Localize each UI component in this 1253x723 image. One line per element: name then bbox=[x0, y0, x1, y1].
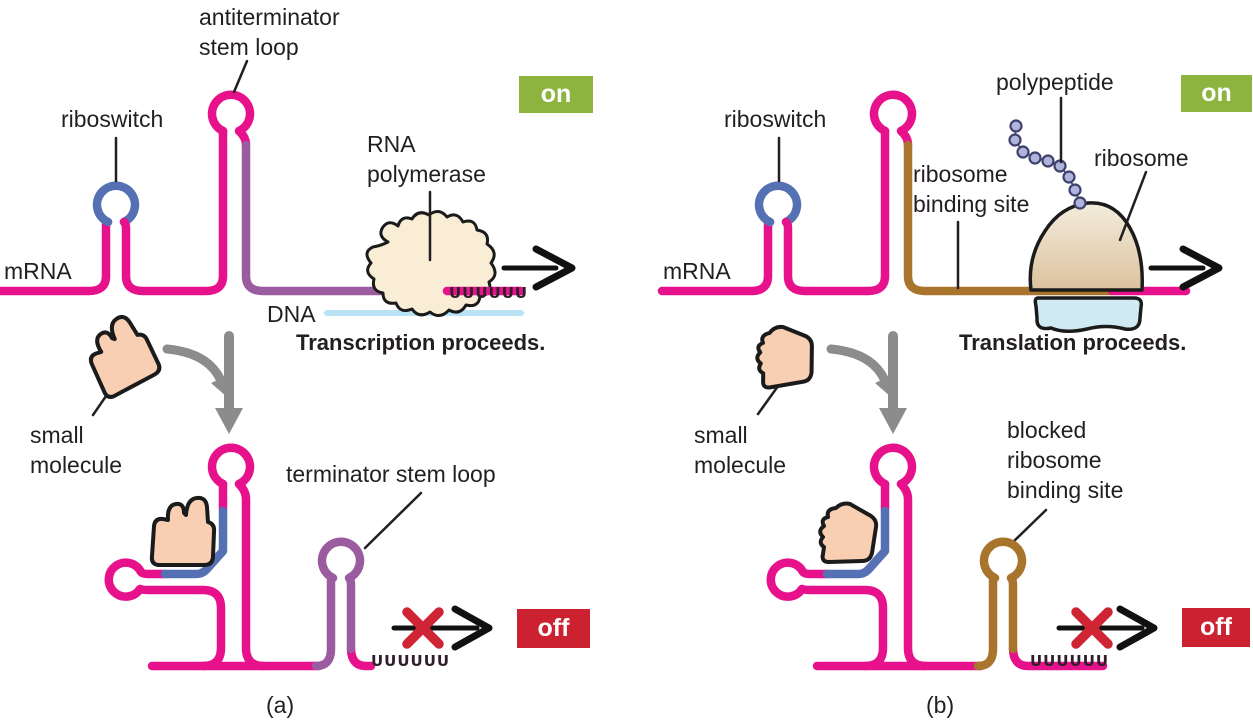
antiterminator-strand-purple bbox=[241, 140, 454, 296]
ribosome-large-subunit bbox=[1028, 201, 1144, 292]
refolded-mrna bbox=[766, 443, 1108, 671]
polyu-tail: UUUUUU bbox=[449, 284, 529, 302]
mrna-strand bbox=[119, 126, 228, 296]
riboswitch-loop bbox=[92, 181, 140, 227]
pointer-lines bbox=[756, 96, 1148, 544]
riboswitch-loop bbox=[754, 181, 802, 227]
riboswitch-bound-segment bbox=[822, 506, 890, 579]
rna-polymerase-label: RNA polymerase bbox=[367, 131, 486, 187]
panel-a-letter: (a) bbox=[266, 692, 295, 718]
blocked-rbs-stem-loop bbox=[973, 537, 1027, 671]
ribosome-binding-site-strand bbox=[903, 140, 1117, 296]
mrna-strand bbox=[781, 126, 890, 296]
blocked-rbs-pointer bbox=[1011, 508, 1048, 544]
transcription-arrow bbox=[501, 245, 576, 291]
riboswitch-label: riboswitch bbox=[724, 106, 827, 132]
down-arrow-head bbox=[215, 408, 243, 434]
dna-label: DNA bbox=[267, 301, 316, 327]
curved-arrow bbox=[826, 344, 890, 386]
small-molecule-label: small molecule bbox=[694, 422, 787, 478]
panel-b-letter: (b) bbox=[926, 692, 955, 718]
off-badge: off bbox=[1182, 608, 1250, 647]
small-molecule-arrows bbox=[162, 331, 243, 434]
antiterminator-pointer bbox=[232, 59, 249, 94]
antiterminator-loop bbox=[207, 90, 255, 150]
terminator-stem-loop bbox=[311, 537, 365, 671]
translation-arrow bbox=[1148, 245, 1223, 291]
blocked-arrow bbox=[1056, 605, 1158, 651]
small-molecule-arrows bbox=[826, 331, 907, 434]
polyu-tail: UUUUUU bbox=[1030, 652, 1110, 670]
panel-b-diagram bbox=[657, 90, 1223, 671]
panel-a-diagram bbox=[0, 59, 576, 671]
off-badge: off bbox=[517, 609, 590, 648]
blocked-arrow bbox=[391, 605, 493, 651]
transcription-caption: Transcription proceeds. bbox=[296, 330, 546, 355]
ribosome-binding-site-label: ribosome binding site bbox=[913, 161, 1030, 217]
small-molecule bbox=[88, 314, 162, 399]
stem-loop bbox=[869, 90, 917, 150]
translation-caption: Translation proceeds. bbox=[959, 330, 1187, 355]
refolded-mrna bbox=[104, 443, 376, 671]
x-mark bbox=[402, 607, 444, 649]
blocked-rbs-label: blocked ribosome binding site bbox=[1007, 417, 1124, 503]
polypeptide-label: polypeptide bbox=[996, 69, 1114, 95]
down-arrow-head bbox=[879, 408, 907, 434]
riboswitch-label: riboswitch bbox=[61, 106, 164, 132]
ribosome-small-subunit bbox=[1033, 296, 1144, 333]
mrna-label: mRNA bbox=[4, 258, 72, 284]
polyu-tail: UUUUUU bbox=[371, 652, 451, 670]
ribosome-label: ribosome bbox=[1094, 145, 1189, 171]
antiterminator-label: antiterminator stem loop bbox=[199, 4, 340, 60]
mrna-label: mRNA bbox=[663, 258, 731, 284]
on-badge: on bbox=[1181, 75, 1252, 112]
small-molecule-bound bbox=[149, 495, 217, 567]
ribosome-pointer bbox=[1118, 170, 1148, 242]
small-molecule-bound bbox=[818, 501, 879, 564]
terminator-pointer bbox=[363, 491, 423, 550]
on-badge: on bbox=[519, 76, 593, 113]
riboswitch-bound-segment bbox=[160, 506, 228, 579]
small-molecule-label: small molecule bbox=[30, 422, 123, 478]
terminator-label: terminator stem loop bbox=[286, 461, 496, 487]
curved-arrow bbox=[162, 344, 226, 386]
small-molecule bbox=[755, 324, 814, 390]
polypeptide-chain bbox=[1008, 119, 1087, 210]
x-mark bbox=[1071, 607, 1113, 649]
